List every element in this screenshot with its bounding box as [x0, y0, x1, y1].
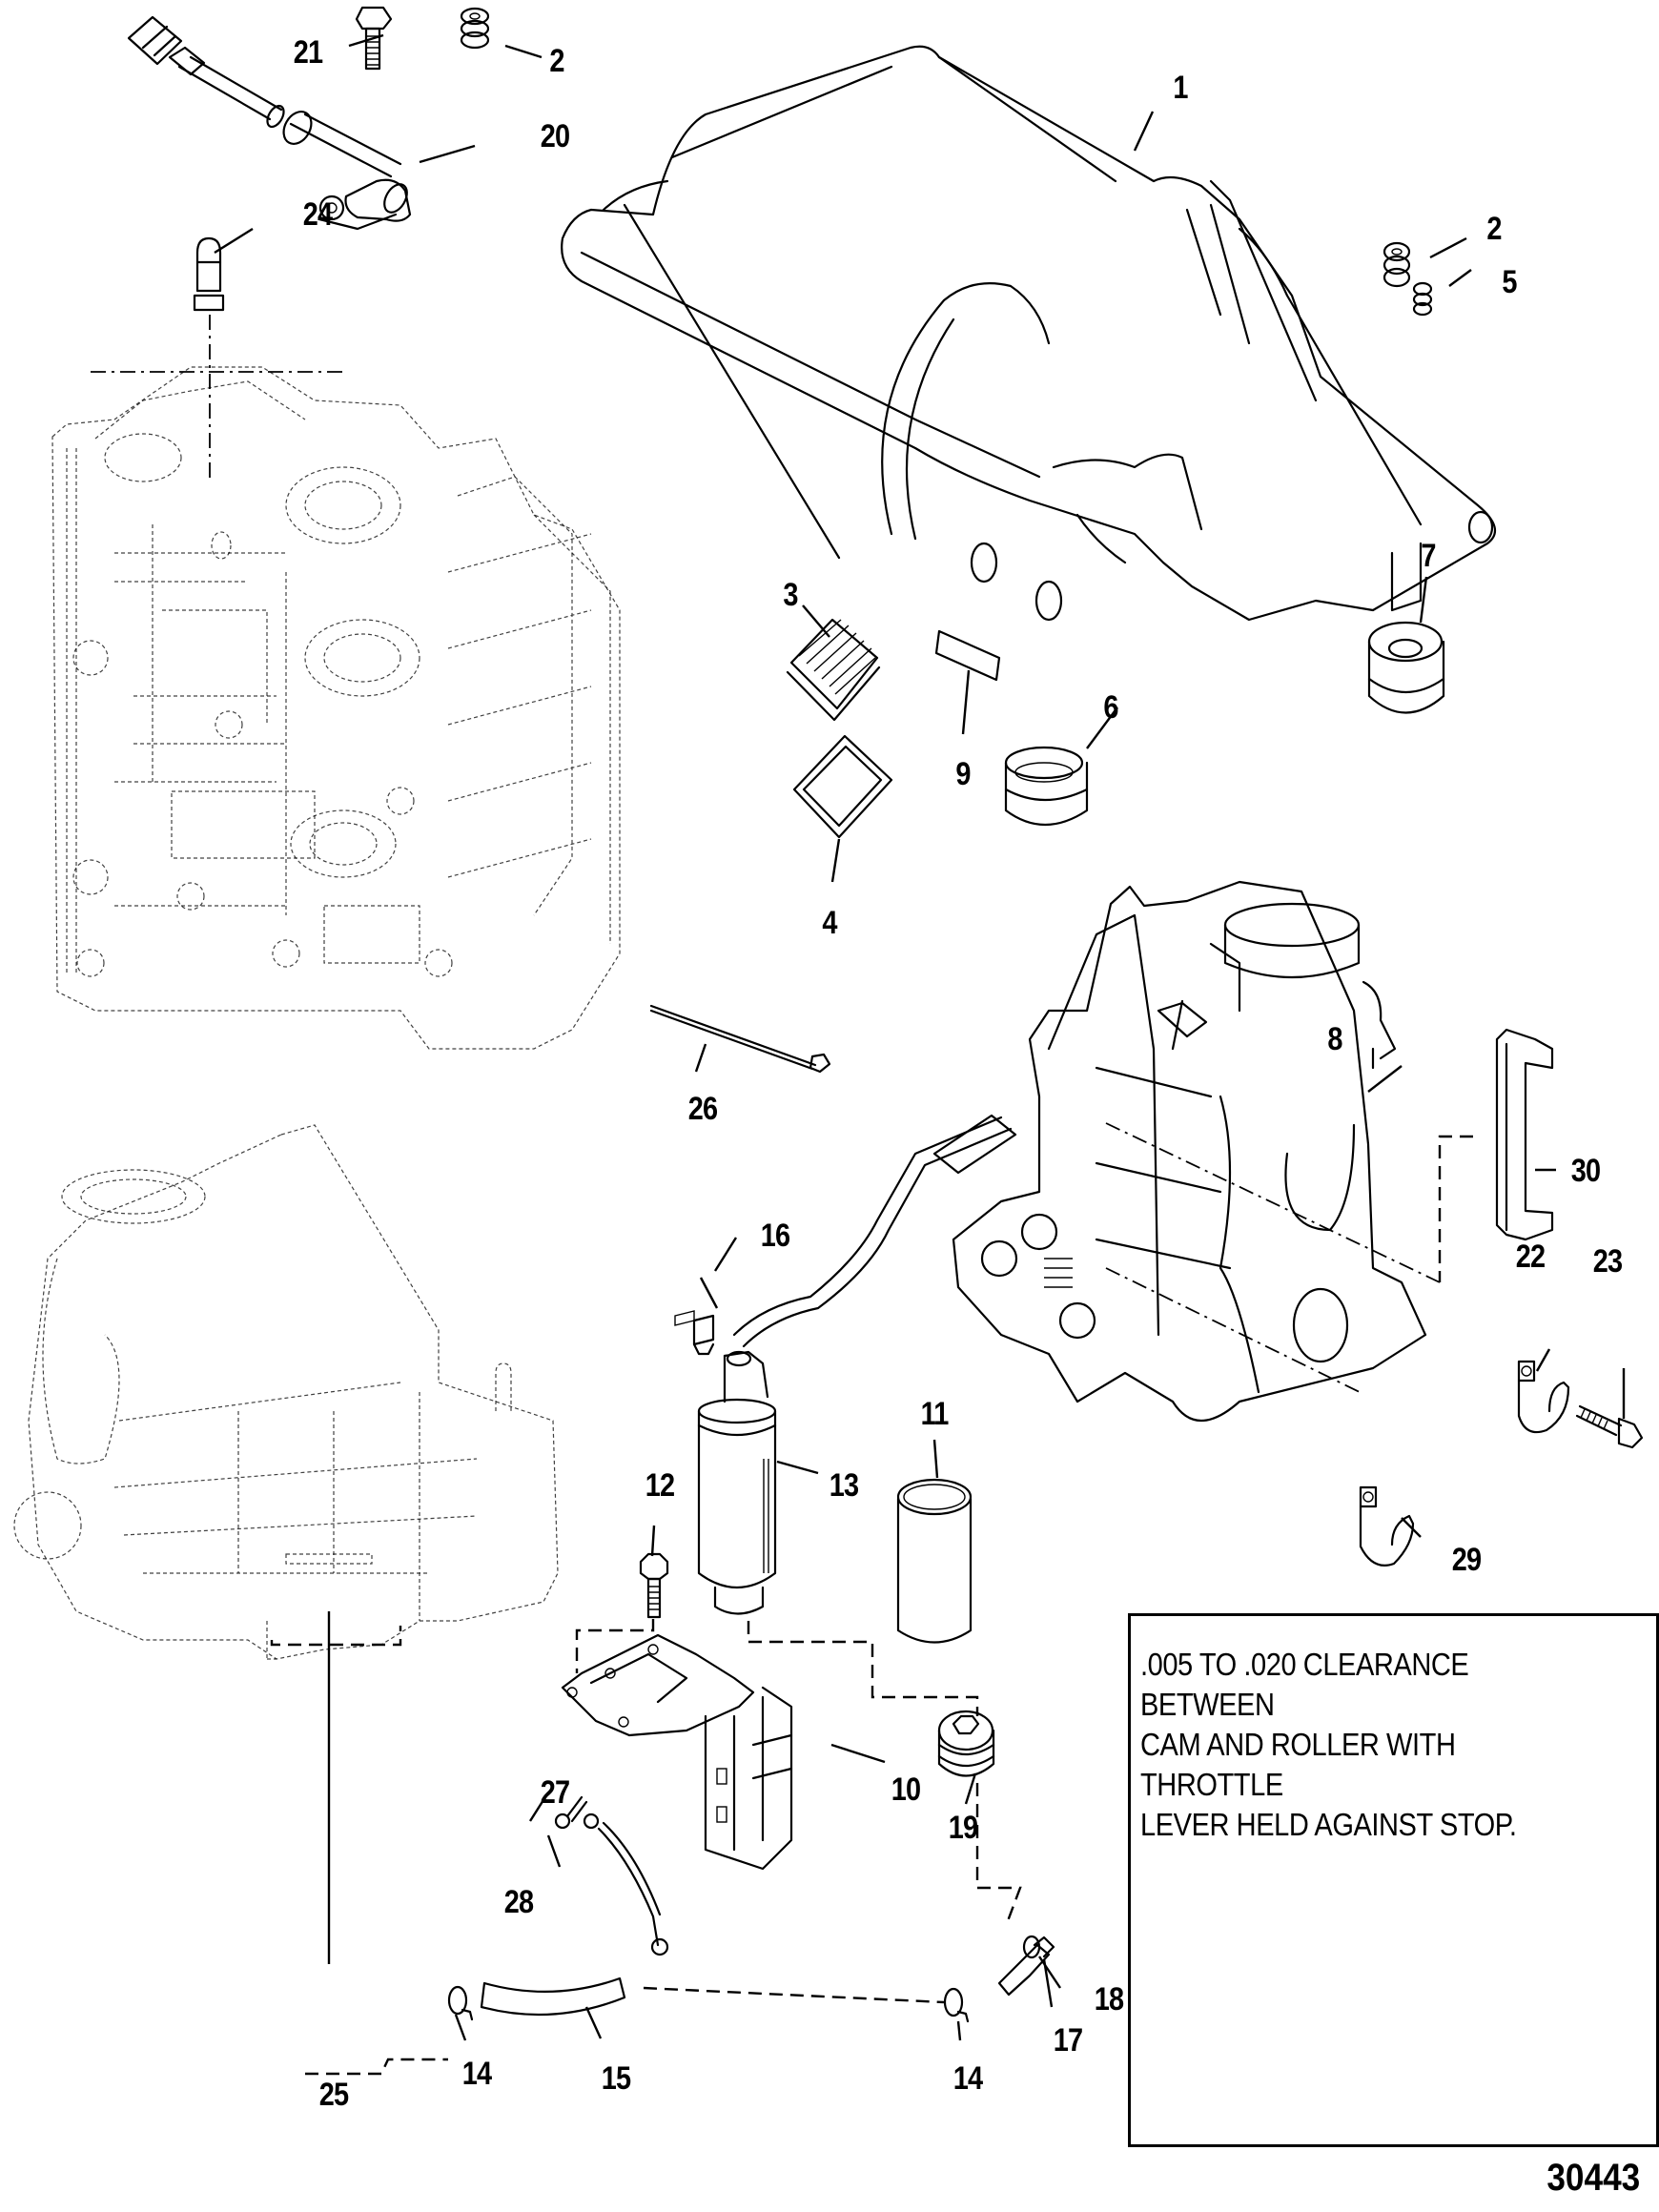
- part-26-cable-tie: [649, 1004, 831, 1074]
- part-10-bracket: [561, 1633, 793, 1871]
- callout-21: 21: [293, 34, 323, 71]
- callout-22: 22: [1515, 1239, 1546, 1275]
- assembly-line-8-a: [1105, 1122, 1441, 1283]
- assembly-line-12: [575, 1619, 655, 1673]
- part-13-fuel-pump: [697, 1350, 777, 1615]
- callout-8: 8: [1327, 1021, 1342, 1057]
- callout-30: 30: [1570, 1153, 1601, 1189]
- callout-2-top: 2: [549, 43, 564, 79]
- part-23-screw: [1575, 1404, 1644, 1449]
- part-24-fitting: [193, 236, 225, 312]
- figure-number: 30443: [1546, 2157, 1640, 2199]
- callout-12: 12: [645, 1467, 675, 1504]
- callout-14-left: 14: [461, 2056, 492, 2092]
- part-1-silencer-cover: [561, 45, 1497, 622]
- assembly-line-8-b: [1105, 1267, 1364, 1395]
- callout-24: 24: [302, 196, 333, 233]
- callout-26: 26: [687, 1091, 718, 1127]
- callout-20: 20: [540, 118, 570, 154]
- callout-10: 10: [891, 1772, 921, 1808]
- part-5-grommet: [1412, 281, 1433, 317]
- callout-11: 11: [920, 1396, 950, 1432]
- part-19-plug: [937, 1710, 995, 1777]
- callout-14-right: 14: [952, 2060, 983, 2097]
- callout-9: 9: [955, 756, 971, 792]
- leader-lines: [214, 33, 1626, 2041]
- pump-wiring-harness: [732, 1114, 1017, 1348]
- part-17-fitting: [997, 1936, 1055, 1997]
- part-29-clamp: [1359, 1485, 1415, 1567]
- part-2-grommet-right: [1382, 241, 1411, 288]
- part-28-screw: [554, 1795, 588, 1830]
- part-7-seal: [1367, 621, 1445, 714]
- clearance-note-box: .005 TO .020 CLEARANCE BETWEEN CAM AND R…: [1128, 1613, 1659, 2147]
- part-8-module-assembly: [952, 880, 1427, 1423]
- callout-1: 1: [1173, 70, 1188, 106]
- part-14-clamp-right: [943, 1987, 970, 2023]
- callout-17: 17: [1053, 2022, 1083, 2058]
- engine-block-reference: [51, 366, 621, 1050]
- callout-6: 6: [1103, 689, 1118, 726]
- callout-5: 5: [1502, 264, 1517, 300]
- part-20-sensor-harness: [127, 15, 412, 231]
- callout-19: 19: [948, 1810, 978, 1846]
- callout-7: 7: [1421, 538, 1436, 574]
- callout-27: 27: [540, 1774, 570, 1811]
- callout-3: 3: [783, 577, 798, 613]
- assembly-line-hose: [305, 1986, 945, 2076]
- part-6-sleeve-seal: [1004, 746, 1089, 827]
- part-22-clamp: [1517, 1360, 1570, 1434]
- part-18-oring: [1022, 1935, 1041, 1959]
- clearance-note-text: .005 TO .020 CLEARANCE BETWEEN CAM AND R…: [1140, 1647, 1517, 1842]
- callout-15: 15: [601, 2060, 631, 2097]
- callout-13: 13: [829, 1467, 859, 1504]
- assembly-line-19-18: [975, 1783, 1022, 1927]
- part-21-screw: [355, 6, 393, 71]
- part-2-grommet-top: [460, 7, 490, 50]
- part-12-screw: [639, 1552, 669, 1619]
- part-16-sensor: [674, 1310, 715, 1356]
- part-30-clip: [1495, 1028, 1554, 1241]
- throttle-body-reference: [13, 1124, 559, 1660]
- callout-18: 18: [1094, 1981, 1124, 2017]
- part-14-clamp-left: [447, 1985, 474, 2021]
- callout-29: 29: [1451, 1542, 1482, 1578]
- callout-23: 23: [1592, 1243, 1623, 1280]
- part-11-sleeve: [896, 1478, 973, 1644]
- callout-4: 4: [822, 905, 837, 941]
- part-4-seal: [792, 734, 893, 839]
- assembly-line-13-19: [747, 1621, 979, 1716]
- callout-28: 28: [503, 1884, 534, 1920]
- assembly-line-30: [1438, 1135, 1473, 1282]
- part-3-filter: [786, 618, 881, 722]
- part-9-decal: [934, 629, 1001, 682]
- part-27-ground-wire: [583, 1813, 669, 1956]
- callout-2-right: 2: [1486, 211, 1502, 247]
- callout-25: 25: [318, 2077, 349, 2113]
- callout-16: 16: [760, 1218, 790, 1254]
- part-15-hose: [480, 1976, 626, 2017]
